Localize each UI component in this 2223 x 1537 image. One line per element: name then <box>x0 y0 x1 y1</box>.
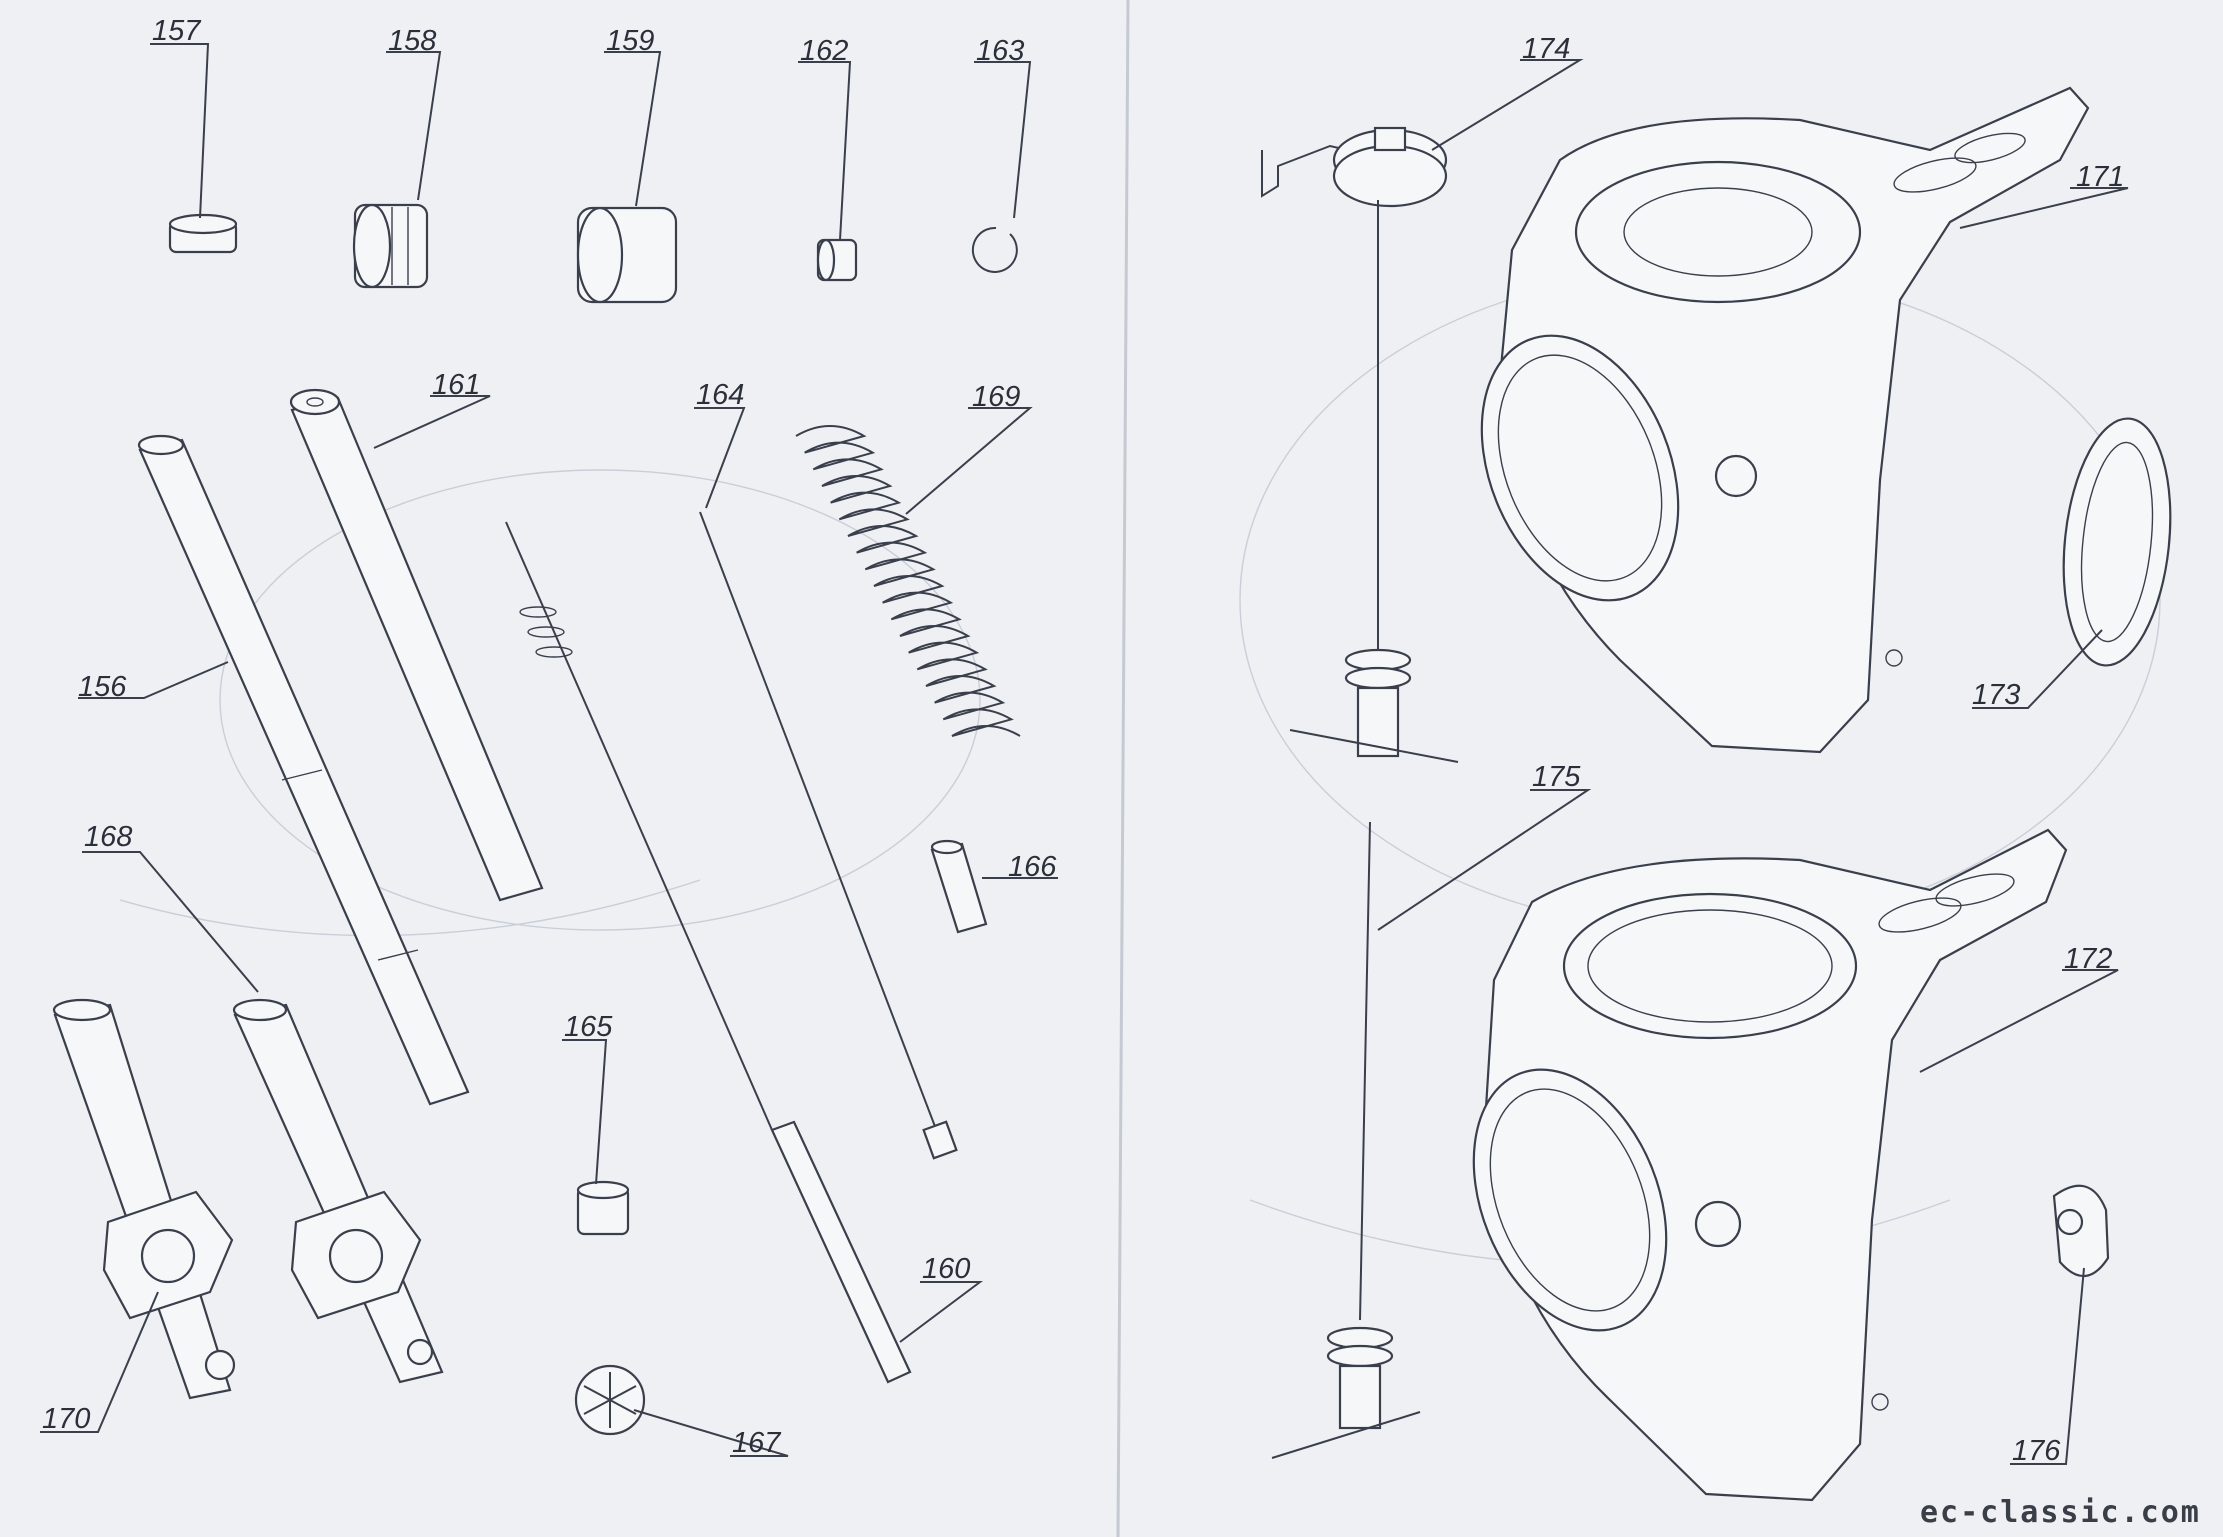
part-158-grooved-bush <box>352 203 429 289</box>
page-fold <box>1116 0 1130 1537</box>
leader-lines <box>40 43 2129 1465</box>
part-157-ring <box>168 213 238 254</box>
label-170: 170 <box>42 1403 90 1435</box>
label-174: 174 <box>1522 33 1570 65</box>
part-174-steering-damper <box>1261 126 1459 763</box>
label-167: 167 <box>732 1427 782 1459</box>
part-156-fork-tube <box>137 434 470 1106</box>
label-169: 169 <box>972 381 1020 413</box>
part-172-headlamp-shell <box>1472 828 2068 1502</box>
part-numbers: 157 158 159 162 163 161 164 169 156 166 … <box>42 15 2124 1467</box>
label-162: 162 <box>800 35 848 67</box>
label-176: 176 <box>2012 1435 2061 1467</box>
part-173-headlamp-rim <box>2062 417 2172 667</box>
label-161: 161 <box>432 369 480 401</box>
part-167-star-washer <box>574 1364 646 1436</box>
label-157: 157 <box>152 15 202 47</box>
part-160-damper <box>505 521 912 1384</box>
watermark: ec-classic.com <box>1920 1495 2201 1530</box>
label-159: 159 <box>606 25 654 57</box>
label-173: 173 <box>1972 679 2020 711</box>
label-172: 172 <box>2064 943 2112 975</box>
part-175-damper-rod <box>1271 821 1421 1459</box>
part-169-spring <box>795 425 1021 737</box>
label-163: 163 <box>976 35 1024 67</box>
part-171-headlamp-shell <box>1480 86 2090 754</box>
part-170-fork-leg <box>52 998 236 1400</box>
label-160: 160 <box>922 1253 970 1285</box>
part-168-fork-leg <box>232 998 444 1384</box>
label-168: 168 <box>84 821 132 853</box>
label-156: 156 <box>78 671 127 703</box>
label-175: 175 <box>1532 761 1581 793</box>
part-165-bush <box>576 1180 630 1236</box>
label-158: 158 <box>388 25 436 57</box>
part-164-damper-rod <box>699 511 958 1160</box>
label-165: 165 <box>564 1011 613 1043</box>
label-164: 164 <box>696 379 744 411</box>
part-161-upper-tube <box>289 388 544 902</box>
label-171: 171 <box>2076 161 2124 193</box>
label-166: 166 <box>1008 851 1057 883</box>
part-176-flange <box>2052 1184 2110 1278</box>
part-166-plug <box>930 839 988 934</box>
part-163-circlip <box>971 226 1018 273</box>
part-162-bush <box>816 238 858 282</box>
part-159-sleeve <box>576 206 678 304</box>
